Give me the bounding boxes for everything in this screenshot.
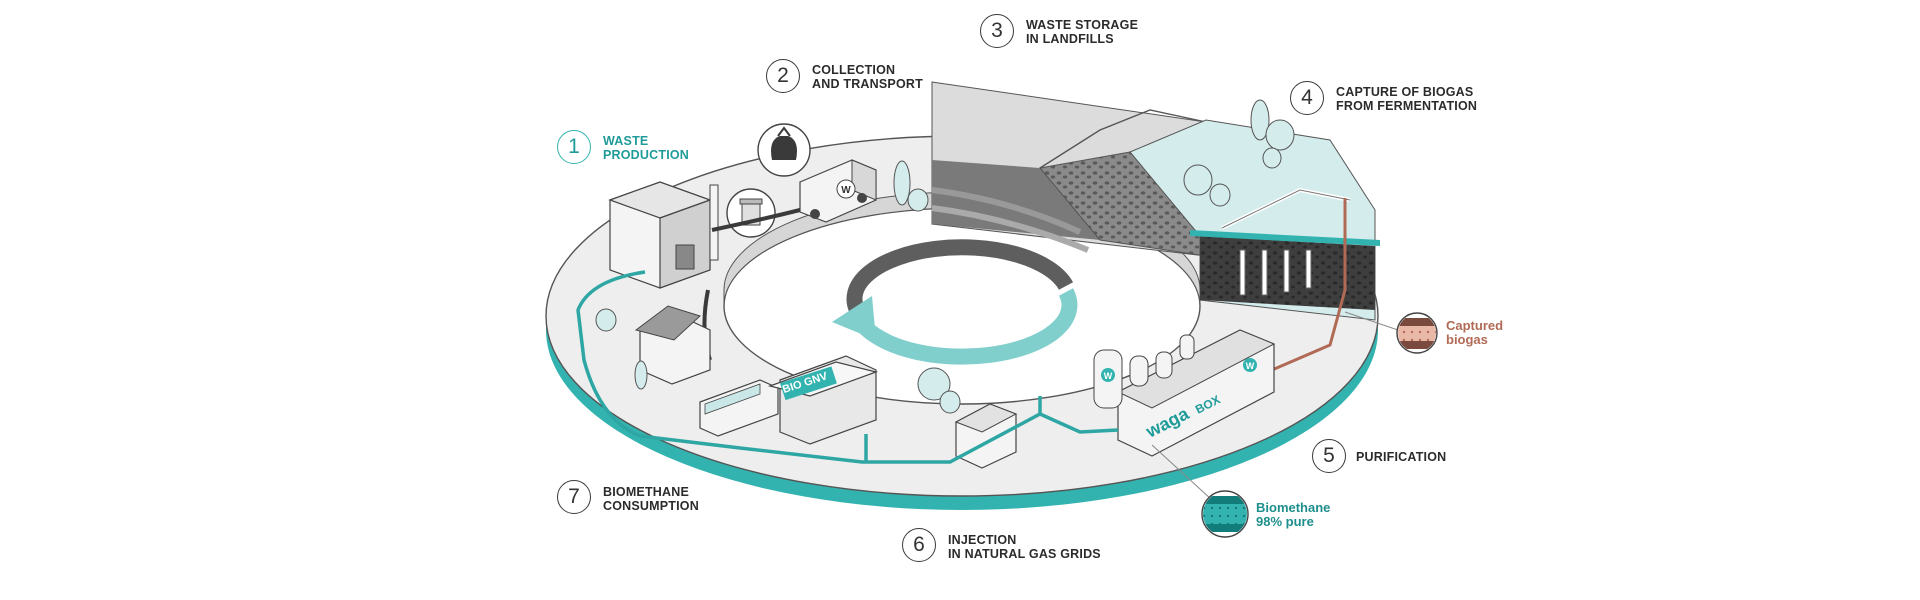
trash-bag-icon <box>757 123 811 177</box>
svg-text:W: W <box>1104 371 1113 381</box>
step-5-label: PURIFICATION <box>1356 450 1447 464</box>
step-3-number: 3 <box>980 14 1014 48</box>
trees <box>595 160 929 390</box>
biomethane-callout <box>1151 444 1249 538</box>
step-6-number: 6 <box>902 528 936 562</box>
captured-biogas-callout <box>1344 311 1438 354</box>
step-7-number: 7 <box>557 480 591 514</box>
svg-text:W: W <box>1246 361 1255 371</box>
step-2-number: 2 <box>766 59 800 93</box>
gas-station: BIO GNV <box>767 355 879 445</box>
biogas-capture-section <box>1129 99 1380 372</box>
factory-building <box>608 181 719 289</box>
garbage-truck: W <box>799 159 877 223</box>
house <box>634 305 711 385</box>
gas-network-pipe <box>576 270 1119 464</box>
landfill-section <box>931 81 1207 257</box>
cycle-arrow <box>832 239 1078 365</box>
step-5-number: 5 <box>1312 439 1346 473</box>
bus <box>699 379 779 437</box>
truck-logo: W <box>841 185 851 196</box>
wagabox-unit: W W waga BOX <box>1093 329 1276 457</box>
bin-icon <box>726 188 776 238</box>
step-4-number: 4 <box>1290 81 1324 115</box>
step-1-number: 1 <box>557 130 591 164</box>
